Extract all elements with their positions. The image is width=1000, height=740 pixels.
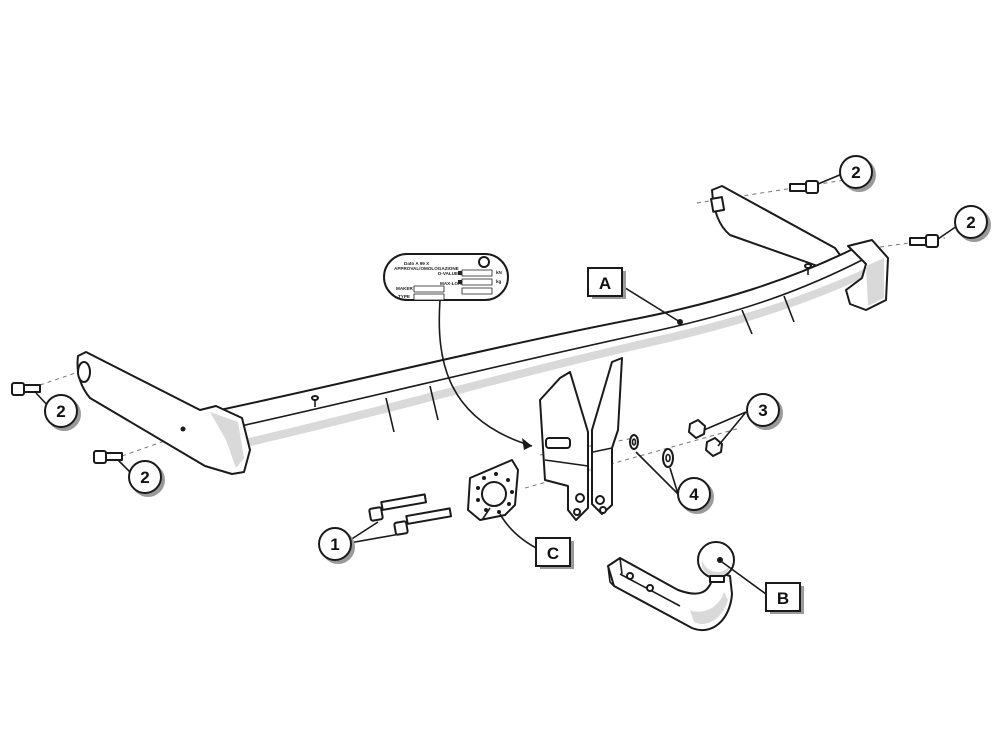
plate-line6: TYPE — [398, 294, 410, 299]
bolt-left-lower — [93, 450, 123, 464]
callout-A-label: A — [599, 274, 611, 293]
identification-plate: Dato A 99 X APPROVAL/OMOLOGAZIONE D-VALU… — [383, 253, 509, 301]
callout-4: 4 — [677, 477, 714, 514]
callout-C: C — [535, 537, 574, 569]
callout-1: 1 — [318, 527, 355, 564]
callout-2-left-upper: 2 — [44, 394, 81, 431]
callout-2-right-upper-label: 2 — [851, 163, 860, 182]
plate-line5: MAKER — [396, 286, 414, 291]
callout-B-label: B — [777, 589, 789, 608]
callout-A: A — [587, 267, 626, 299]
bolt-right-lower — [909, 234, 939, 248]
plate-leader-arrowhead — [522, 438, 532, 450]
callout-B: B — [765, 582, 804, 614]
callout-3: 3 — [746, 393, 783, 430]
callout-1-label: 1 — [330, 535, 339, 554]
washer-upper — [629, 434, 639, 450]
right-mounting-bracket — [710, 185, 846, 271]
long-bolt-upper — [368, 493, 428, 522]
long-bolt-lower — [393, 507, 453, 536]
callout-4-label: 4 — [689, 485, 699, 504]
callout-3-label: 3 — [758, 401, 767, 420]
plate-leader — [438, 299, 533, 447]
callout-2-right-lower-label: 2 — [966, 213, 975, 232]
plate-line1: Dato A 99 X — [404, 261, 430, 266]
nut-lower — [705, 437, 723, 457]
plate-line3: D-VALUE — [438, 271, 458, 276]
plate-line4: MAX-LOAD — [440, 281, 465, 286]
plate-unit2: kg — [496, 279, 502, 284]
nut-upper — [688, 419, 706, 439]
callout-C-label: C — [547, 544, 559, 563]
callout-2-right-upper: 2 — [839, 155, 876, 192]
washer-lower — [662, 448, 674, 468]
callout-2-right-lower: 2 — [954, 205, 991, 242]
tow-ball-arm — [607, 541, 735, 631]
hitch-mounting-plates — [539, 357, 623, 521]
callout-2-left-lower: 2 — [128, 460, 165, 497]
bolt-left-upper — [11, 382, 41, 396]
callout-2-left-upper-label: 2 — [56, 402, 65, 421]
plate-line2: APPROVAL/OMOLOGAZIONE — [394, 266, 459, 271]
right-end-cap — [845, 239, 889, 311]
callout-leaders — [35, 173, 958, 598]
left-mounting-bracket — [76, 351, 251, 475]
callout-2-left-lower-label: 2 — [140, 468, 149, 487]
plate-unit1: kN — [496, 270, 503, 275]
bolt-right-upper — [789, 180, 819, 194]
socket-plate — [467, 459, 519, 521]
